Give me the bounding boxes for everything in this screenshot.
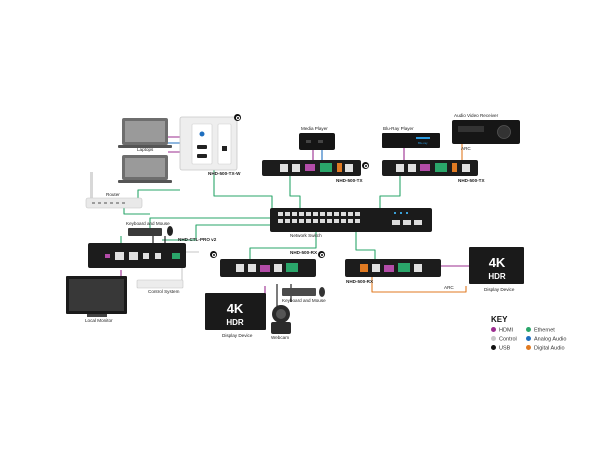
legend-label: USB [499, 345, 511, 352]
svg-text:Blu-ray: Blu-ray [418, 141, 428, 145]
keyboard-mouse-top [128, 226, 173, 236]
label-router: Router [106, 192, 120, 197]
label-rx1: NHD-500-RX [290, 250, 318, 255]
legend-swatch [526, 327, 531, 332]
label-ctl: NHD-CTL-PRO v2 [178, 237, 217, 242]
legend-label: HDMI [499, 327, 514, 334]
label-wallplate: NHD-500-TX-W [208, 171, 241, 176]
legend-item-hdmi: HDMI [491, 327, 513, 334]
legend-item-control: Control [491, 336, 517, 343]
legend-item-digital-audio: Digital Audio [526, 345, 565, 352]
transmitter-tx2 [382, 160, 478, 176]
label-laptops: Laptops [137, 147, 154, 152]
controller-ctl-pro [88, 243, 186, 268]
keyboard-mouse-bottom [282, 287, 325, 297]
webcam [271, 305, 291, 334]
legend-title: KEY [491, 315, 508, 324]
label-avr: Audio Video Receiver [454, 113, 499, 118]
zoom-icon[interactable] [210, 251, 217, 258]
label-keyboard-mouse-top: Keyboard and Mouse [126, 221, 170, 226]
bluray-player: Blu-ray [382, 133, 440, 148]
tv-4k-mark: 4K [227, 301, 244, 316]
digital-audio-cables [371, 144, 467, 293]
receiver-rx2 [345, 259, 441, 277]
legend-item-analog-audio: Analog Audio [526, 336, 566, 343]
label-webcam: Webcam [271, 335, 290, 340]
legend-item-ethernet: Ethernet [526, 327, 555, 334]
legend-swatch [526, 345, 531, 350]
label-switch: Network Switch [290, 233, 322, 238]
zoom-icon[interactable] [234, 114, 241, 121]
label-tx1: NHD-500-TX [336, 178, 363, 183]
label-display-left: Display Device [222, 333, 253, 338]
label-arc-bottom: ARC [444, 285, 454, 290]
display-left: 4K HDR [205, 293, 266, 330]
av-receiver [452, 120, 520, 144]
legend-swatch [526, 336, 531, 341]
label-display-right: Display Device [484, 287, 515, 292]
control-system [136, 279, 184, 289]
legend-label: Control [499, 336, 517, 343]
label-rx2: NHD-500-RX [346, 279, 374, 284]
laptop-bottom [118, 155, 172, 183]
network-switch [270, 208, 432, 232]
label-media-player: Media Player [301, 126, 328, 131]
label-bluray: Blu-Ray Player [383, 126, 414, 131]
legend-item-usb: USB [491, 345, 510, 352]
zoom-icon[interactable] [318, 251, 325, 258]
label-control-system: Control System [148, 289, 180, 294]
label-arc-top: ARC [461, 146, 471, 151]
zoom-icon[interactable] [362, 162, 369, 169]
legend-swatch [491, 336, 496, 341]
receiver-rx1 [220, 259, 316, 277]
local-monitor [66, 276, 127, 317]
legend-label: Analog Audio [534, 336, 567, 343]
router [85, 172, 143, 209]
label-keyboard-mouse-bottom: Keyboard and Mouse [282, 298, 326, 303]
label-local-monitor: Local Monitor [85, 318, 113, 323]
legend-swatch [491, 345, 496, 350]
ethernet-cables [120, 170, 401, 262]
tv-hdr-mark: HDR [226, 318, 244, 327]
legend-label: Digital Audio [534, 345, 565, 352]
transmitter-tx1 [262, 160, 361, 176]
tv2-hdr-mark: HDR [488, 272, 506, 281]
legend: KEY HDMI Ethernet Control Analog Audio U… [486, 315, 596, 375]
wallplate-transmitter [179, 116, 238, 171]
label-tx2: NHD-500-TX [458, 178, 485, 183]
display-right: 4K HDR [469, 247, 524, 284]
laptop-top [118, 118, 172, 148]
media-player [299, 133, 335, 150]
tv2-4k-mark: 4K [489, 255, 506, 270]
legend-label: Ethernet [534, 327, 555, 334]
legend-swatch [491, 327, 496, 332]
